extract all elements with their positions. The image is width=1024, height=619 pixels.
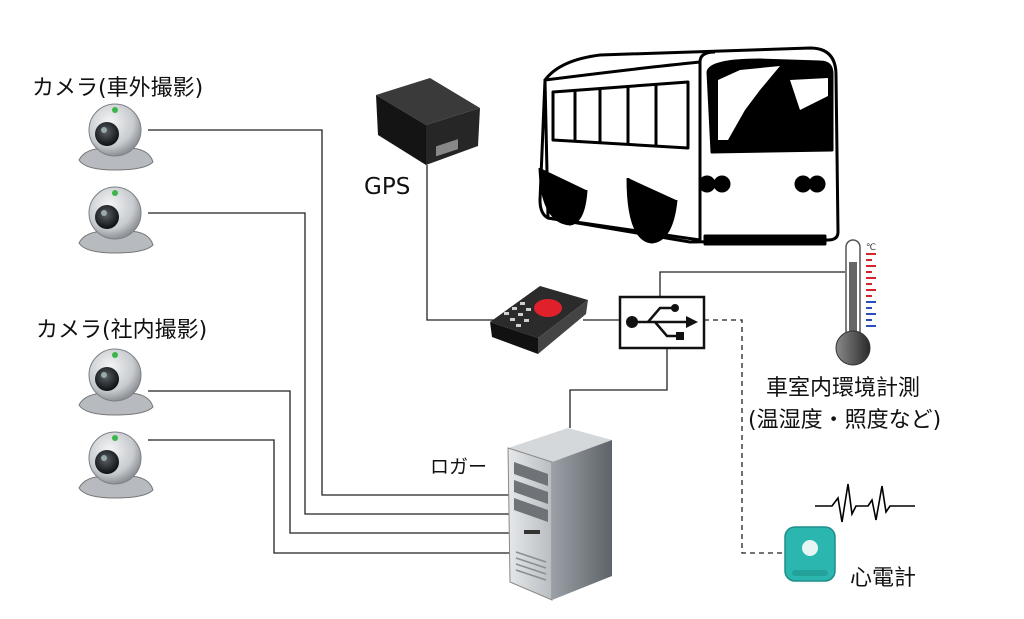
wire-camera-1	[148, 129, 510, 496]
webcam-icon	[78, 186, 154, 254]
wire-hub-logger	[569, 348, 668, 428]
wire-camera-2	[148, 212, 510, 515]
wire-hub-ecg	[704, 319, 785, 554]
tower-pc-icon	[507, 428, 612, 601]
env-measure-label-line1: 車室内環境計測	[766, 376, 921, 401]
connection-wires	[148, 129, 845, 554]
thermometer-icon: ℃	[835, 239, 876, 366]
data-terminal-icon	[490, 286, 588, 354]
logger-label: ロガー	[430, 456, 488, 478]
bus-icon	[538, 46, 840, 246]
thermometer-unit: ℃	[866, 243, 876, 253]
webcam-icon	[78, 431, 154, 499]
env-measure-label-line2: (温湿度・照度など)	[748, 408, 942, 433]
wire-camera-3	[148, 390, 510, 534]
camera-exterior-label: カメラ(車外撮影)	[32, 76, 204, 101]
wire-hub-thermometer	[659, 271, 845, 297]
webcam-icon	[78, 103, 154, 171]
webcam-icon	[78, 348, 154, 416]
ecg-sensor-icon	[784, 526, 836, 582]
gps-label: GPS	[364, 174, 411, 200]
wire-camera-4	[148, 439, 510, 554]
ecg-label: 心電計	[850, 566, 917, 591]
wire-gps	[426, 165, 500, 321]
usb-hub-icon	[618, 295, 706, 350]
gps-box-icon	[376, 78, 480, 165]
ecg-waveform	[815, 483, 915, 523]
camera-interior-label: カメラ(社内撮影)	[36, 318, 208, 343]
